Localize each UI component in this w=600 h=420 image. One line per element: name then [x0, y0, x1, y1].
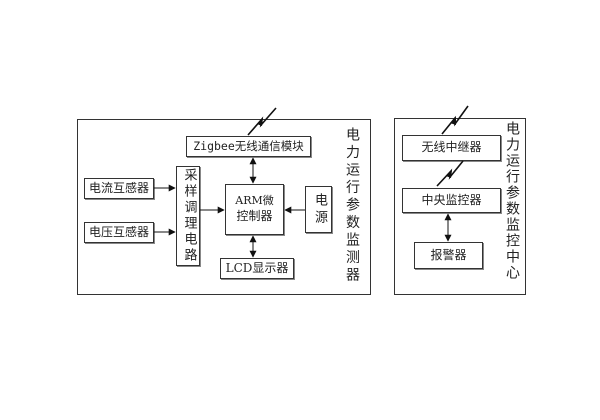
arm-mcu-label-line2: 控制器 — [236, 208, 273, 223]
zigbee-module-label: Zigbee无线通信模块 — [193, 138, 304, 153]
lcd-display-box: LCD显示器 — [220, 258, 294, 279]
monitor-container — [77, 119, 371, 295]
wireless-relay-label: 无线中继器 — [421, 140, 482, 155]
arm-mcu-label-line1: ARM微 — [235, 194, 274, 208]
alarm-label: 报警器 — [430, 247, 467, 262]
central-monitor-label: 中央监控器 — [421, 192, 482, 207]
sampling-conditioning-box: 采样调理电路 — [176, 166, 200, 266]
central-monitor-box: 中央监控器 — [402, 188, 501, 213]
zigbee-module-box: Zigbee无线通信模块 — [186, 136, 311, 157]
sampling-conditioning-label: 采样调理电路 — [181, 168, 197, 264]
arm-mcu-box: ARM微 控制器 — [225, 184, 284, 235]
lcd-display-label: LCD显示器 — [225, 260, 289, 275]
wireless-bolt-fill-relay-central — [446, 170, 452, 178]
voltage-sensor-label: 电压互感器 — [88, 224, 149, 239]
wireless-bolt-fill-zigbee — [257, 118, 263, 126]
wireless-bolt-fill-relay-top — [450, 117, 456, 125]
current-sensor-box: 电流互感器 — [84, 178, 154, 199]
current-sensor-label: 电流互感器 — [88, 180, 149, 195]
center-title: 电力运行参数监控中心 — [504, 121, 520, 281]
voltage-sensor-box: 电压互感器 — [84, 222, 154, 243]
wireless-relay-box: 无线中继器 — [402, 135, 501, 161]
center-container — [394, 118, 526, 295]
monitor-title: 电力运行参数监测器 — [344, 127, 360, 285]
power-box: 电源 — [305, 186, 332, 233]
power-label: 电源 — [311, 192, 327, 227]
alarm-box: 报警器 — [414, 242, 483, 269]
